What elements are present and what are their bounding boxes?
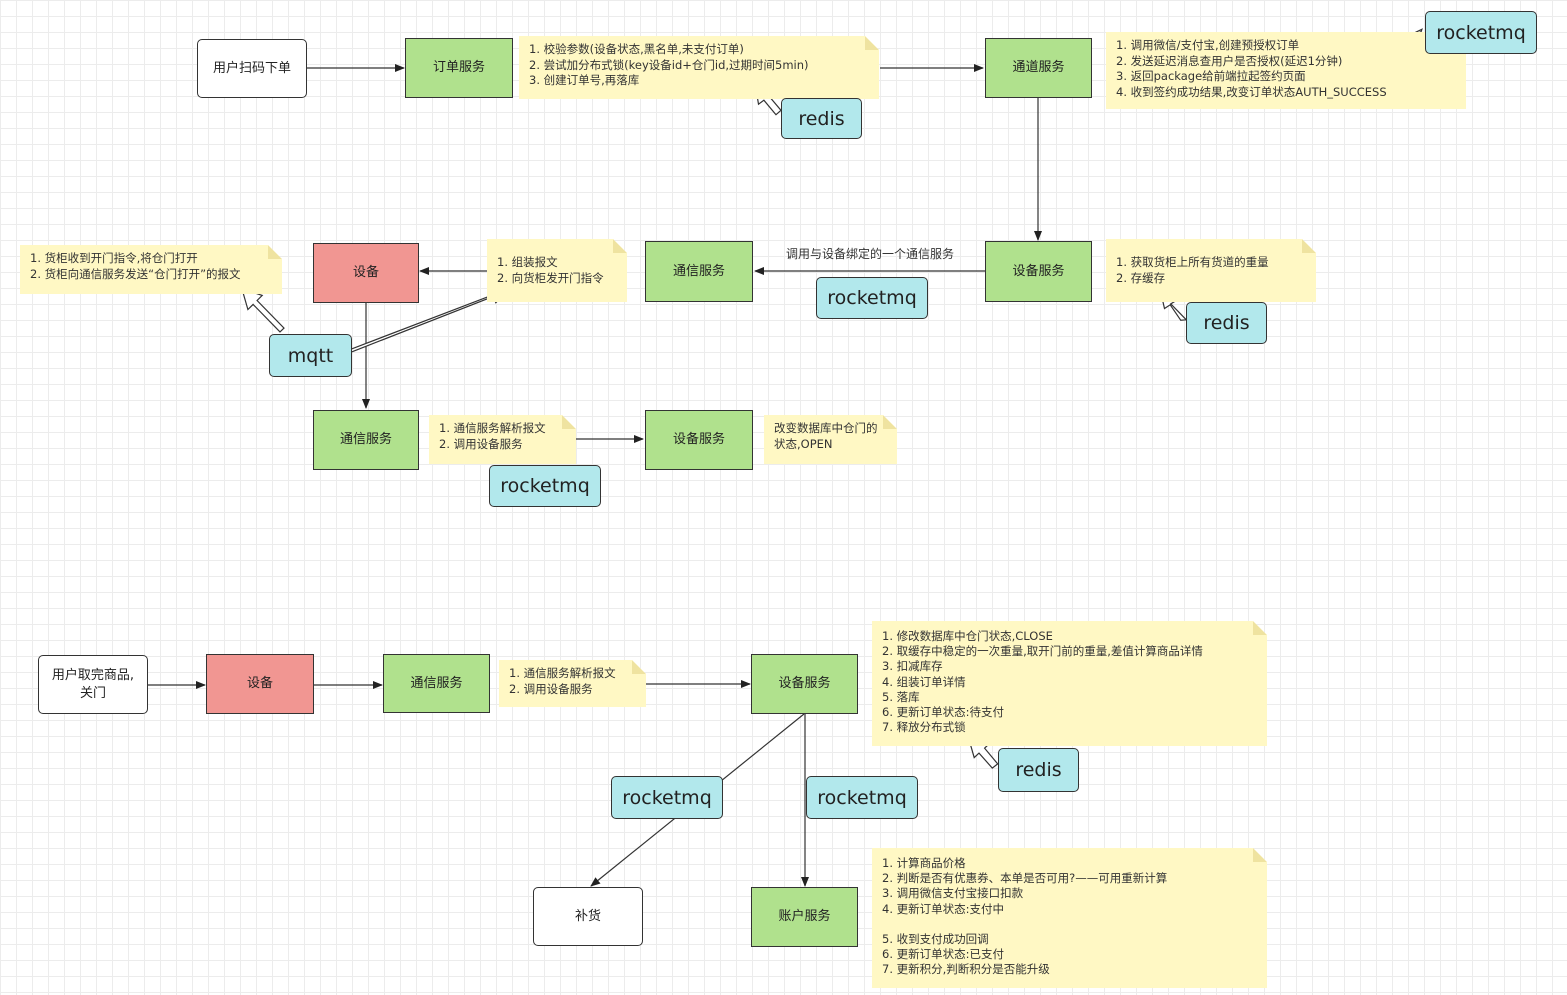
user-take-goods-node[interactable]: 用户取完商品, 关门 (38, 655, 148, 714)
parse-message-note-1: 1. 通信服务解析报文 2. 调用设备服务 (429, 415, 576, 464)
note-line: 2. 货柜向通信服务发送“仓门打开”的报文 (30, 266, 241, 281)
note-line: 3. 扣减库存 (882, 659, 943, 674)
tech-label: rocketmq (500, 475, 590, 497)
node-label: 通信服务 (410, 675, 463, 691)
tech-label: rocketmq (817, 786, 907, 809)
node-label: 设备 (246, 676, 273, 692)
tech-label: rocketmq (1436, 21, 1526, 44)
node-label: 设备服务 (778, 676, 831, 692)
comm-service-node-1[interactable]: 通信服务 (645, 241, 753, 302)
note-line: 1. 组装报文 (497, 255, 558, 269)
note-line: 7. 释放分布式锁 (882, 720, 966, 735)
order-steps-note: 1. 校验参数(设备状态,黑名单,未支付订单) 2. 尝试加分布式锁(key设备… (519, 36, 879, 99)
note-line: 6. 更新订单状态:已支付 (882, 946, 1005, 961)
note-line: 4. 更新订单状态:支付中 (882, 901, 1005, 916)
node-label: 设备服务 (1012, 263, 1065, 279)
note-line: 6. 更新订单状态:待支付 (882, 704, 1005, 719)
note-line: 1. 计算商品价格 (882, 856, 966, 870)
tech-label: redis (798, 107, 845, 130)
device-service-node-1[interactable]: 设备服务 (985, 241, 1092, 302)
account-service-node[interactable]: 账户服务 (751, 887, 858, 947)
edge-label-bind-comm: 调用与设备绑定的一个通信服务 (786, 247, 955, 261)
note-line: 2. 判断是否有优惠券、本单是否可用?——可用重新计算 (882, 871, 1168, 886)
node-label: 通信服务 (339, 432, 392, 448)
channel-service-node[interactable]: 通道服务 (985, 38, 1092, 98)
note-line: 3. 创建订单号,再落库 (529, 73, 640, 88)
node-label: 账户服务 (778, 909, 831, 925)
node-label: 通信服务 (672, 263, 725, 279)
note-line: 5. 收到支付成功回调 (882, 931, 989, 946)
note-line: 1. 校验参数(设备状态,黑名单,未支付订单) (529, 42, 744, 56)
device-service-node-2[interactable]: 设备服务 (645, 410, 753, 470)
device-service-node-3[interactable]: 设备服务 (751, 654, 858, 714)
order-service-node[interactable]: 订单服务 (405, 38, 513, 98)
node-label: 用户取完商品, 关门 (51, 667, 135, 701)
rocketmq-tag-4[interactable]: rocketmq (611, 776, 723, 819)
tech-label: redis (1015, 759, 1062, 781)
note-line: 3. 调用微信支付宝接口扣款 (882, 886, 1024, 901)
block-arrow-mqtt-left (241, 288, 285, 333)
restock-node[interactable]: 补货 (533, 887, 643, 946)
note-line: 2. 取缓存中稳定的一次重量,取开门前的重量,差值计算商品详情 (882, 644, 1203, 659)
note-line: 1. 获取货柜上所有货道的重量 (1116, 255, 1269, 269)
redis-tag-1[interactable]: redis (781, 98, 862, 139)
note-line (882, 917, 1257, 932)
node-label: 订单服务 (432, 60, 485, 76)
note-line: 1. 修改数据库中仓门状态,CLOSE (882, 629, 1053, 643)
node-label: 通道服务 (1012, 60, 1065, 76)
tech-label: mqtt (287, 344, 334, 367)
rocketmq-tag-5[interactable]: rocketmq (806, 776, 918, 819)
db-open-note: 改变数据库中仓门的 状态,OPEN (764, 415, 897, 464)
note-line: 1. 货柜收到开门指令,将仓门打开 (30, 251, 198, 265)
note-line: 2. 发送延迟消息查用户是否授权(延迟1分钟) (1116, 53, 1343, 68)
note-line: 2. 向货柜发开门指令 (497, 270, 604, 285)
note-line: 1. 通信服务解析报文 (439, 421, 546, 435)
node-label: 设备 (352, 265, 379, 281)
rocketmq-tag-1[interactable]: rocketmq (1425, 11, 1537, 54)
channel-steps-note: 1. 调用微信/支付宝,创建预授权订单 2. 发送延迟消息查用户是否授权(延迟1… (1106, 32, 1466, 109)
device-node-2[interactable]: 设备 (206, 654, 314, 714)
node-label: 设备服务 (672, 432, 725, 448)
tech-label: redis (1203, 312, 1250, 334)
device-node-1[interactable]: 设备 (313, 243, 419, 303)
note-line: 2. 调用设备服务 (439, 436, 523, 451)
note-line: 4. 收到签约成功结果,改变订单状态AUTH_SUCCESS (1116, 84, 1387, 99)
door-close-steps-note: 1. 修改数据库中仓门状态,CLOSE 2. 取缓存中稳定的一次重量,取开门前的… (872, 621, 1267, 746)
user-scan-order-node[interactable]: 用户扫码下单 (197, 39, 307, 98)
comm-service-node-3[interactable]: 通信服务 (383, 654, 490, 713)
tech-label: rocketmq (622, 786, 712, 809)
comm-service-node-2[interactable]: 通信服务 (313, 410, 419, 470)
tech-label: rocketmq (827, 287, 917, 309)
cabinet-open-note: 1. 货柜收到开门指令,将仓门打开 2. 货柜向通信服务发送“仓门打开”的报文 (20, 245, 282, 294)
note-line: 1. 通信服务解析报文 (509, 666, 616, 680)
note-line: 3. 返回package给前端拉起签约页面 (1116, 69, 1306, 84)
note-line: 2. 调用设备服务 (509, 681, 593, 696)
parse-message-note-2: 1. 通信服务解析报文 2. 调用设备服务 (499, 660, 646, 707)
note-line: 7. 更新积分,判断积分是否能升级 (882, 962, 1050, 977)
note-line: 1. 调用微信/支付宝,创建预授权订单 (1116, 38, 1300, 52)
note-line: 4. 组装订单详情 (882, 674, 966, 689)
redis-tag-3[interactable]: redis (998, 748, 1079, 792)
note-line: 5. 落库 (882, 689, 920, 704)
rocketmq-tag-2[interactable]: rocketmq (816, 277, 928, 319)
note-line: 2. 存缓存 (1116, 270, 1166, 285)
assemble-message-note: 1. 组装报文 2. 向货柜发开门指令 (487, 239, 627, 302)
device-weight-note: 1. 获取货柜上所有货道的重量 2. 存缓存 (1106, 239, 1316, 302)
note-line: 状态,OPEN (774, 436, 833, 451)
note-line: 改变数据库中仓门的 (774, 421, 878, 435)
note-line: 2. 尝试加分布式锁(key设备id+仓门id,过期时间5min) (529, 57, 809, 72)
redis-tag-2[interactable]: redis (1186, 302, 1267, 344)
rocketmq-tag-3[interactable]: rocketmq (489, 465, 601, 507)
node-label: 用户扫码下单 (212, 60, 291, 76)
mqtt-tag[interactable]: mqtt (269, 334, 352, 377)
node-label: 补货 (574, 908, 601, 924)
payment-steps-note: 1. 计算商品价格 2. 判断是否有优惠券、本单是否可用?——可用重新计算 3.… (872, 848, 1267, 988)
